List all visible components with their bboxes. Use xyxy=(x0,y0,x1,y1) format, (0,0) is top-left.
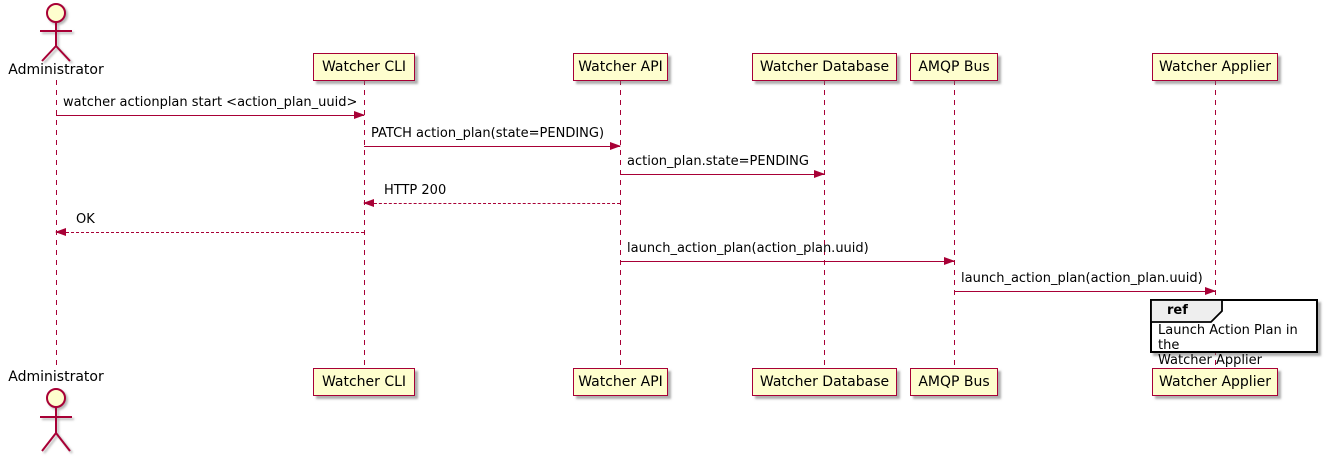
lifeline-watcher-api xyxy=(620,80,621,369)
participant-watcher-database-bottom: Watcher Database xyxy=(752,368,897,396)
lifeline-watcher-cli xyxy=(364,80,365,369)
ref-tab-shape xyxy=(1150,299,1223,323)
participant-watcher-cli-bottom: Watcher CLI xyxy=(313,368,415,396)
message-start-actionplan: watcher actionplan start <action_plan_uu… xyxy=(56,95,365,119)
message-label: HTTP 200 xyxy=(384,183,447,198)
message-arrow xyxy=(364,142,621,150)
message-arrow xyxy=(954,287,1216,295)
actor-label-top: Administrator xyxy=(8,62,104,78)
message-label: launch_action_plan(action_plan.uuid) xyxy=(961,271,1203,286)
message-http-200: HTTP 200 xyxy=(363,183,620,207)
message-ok: OK xyxy=(55,212,364,236)
message-label: watcher actionplan start <action_plan_uu… xyxy=(63,95,358,110)
message-arrow xyxy=(56,111,365,119)
participant-watcher-database-top: Watcher Database xyxy=(752,53,897,81)
participant-amqp-bus-bottom: AMQP Bus xyxy=(910,368,998,396)
message-launch-action-plan-applier: launch_action_plan(action_plan.uuid) xyxy=(954,271,1216,295)
message-arrow xyxy=(55,228,364,236)
message-label: action_plan.state=PENDING xyxy=(627,154,809,169)
message-arrow xyxy=(620,170,825,178)
participant-watcher-cli-top: Watcher CLI xyxy=(313,53,415,81)
lifeline-watcher-database xyxy=(824,80,825,369)
message-arrow xyxy=(620,257,955,265)
ref-fragment: ref Launch Action Plan in the Watcher Ap… xyxy=(1150,299,1318,368)
message-patch-action-plan: PATCH action_plan(state=PENDING) xyxy=(364,126,621,150)
message-label: PATCH action_plan(state=PENDING) xyxy=(371,126,605,141)
message-arrow xyxy=(363,199,620,207)
message-launch-action-plan-amqp: launch_action_plan(action_plan.uuid) xyxy=(620,241,955,265)
actor-icon xyxy=(40,388,72,452)
participant-watcher-applier-bottom: Watcher Applier xyxy=(1152,368,1278,396)
participant-amqp-bus-top: AMQP Bus xyxy=(910,53,998,81)
participant-watcher-api-top: Watcher API xyxy=(573,53,668,81)
message-state-pending: action_plan.state=PENDING xyxy=(620,154,825,178)
message-label: OK xyxy=(76,212,95,227)
ref-text: Launch Action Plan in the Watcher Applie… xyxy=(1158,323,1298,368)
message-label: launch_action_plan(action_plan.uuid) xyxy=(627,241,869,256)
lifeline-amqp-bus xyxy=(954,80,955,369)
participant-watcher-applier-top: Watcher Applier xyxy=(1152,53,1278,81)
lifeline-administrator xyxy=(56,80,57,369)
actor-label-bottom: Administrator xyxy=(8,369,104,385)
actor-icon xyxy=(40,3,72,62)
participant-watcher-api-bottom: Watcher API xyxy=(573,368,668,396)
ref-keyword: ref xyxy=(1167,303,1188,318)
lifeline-watcher-applier xyxy=(1215,80,1216,369)
